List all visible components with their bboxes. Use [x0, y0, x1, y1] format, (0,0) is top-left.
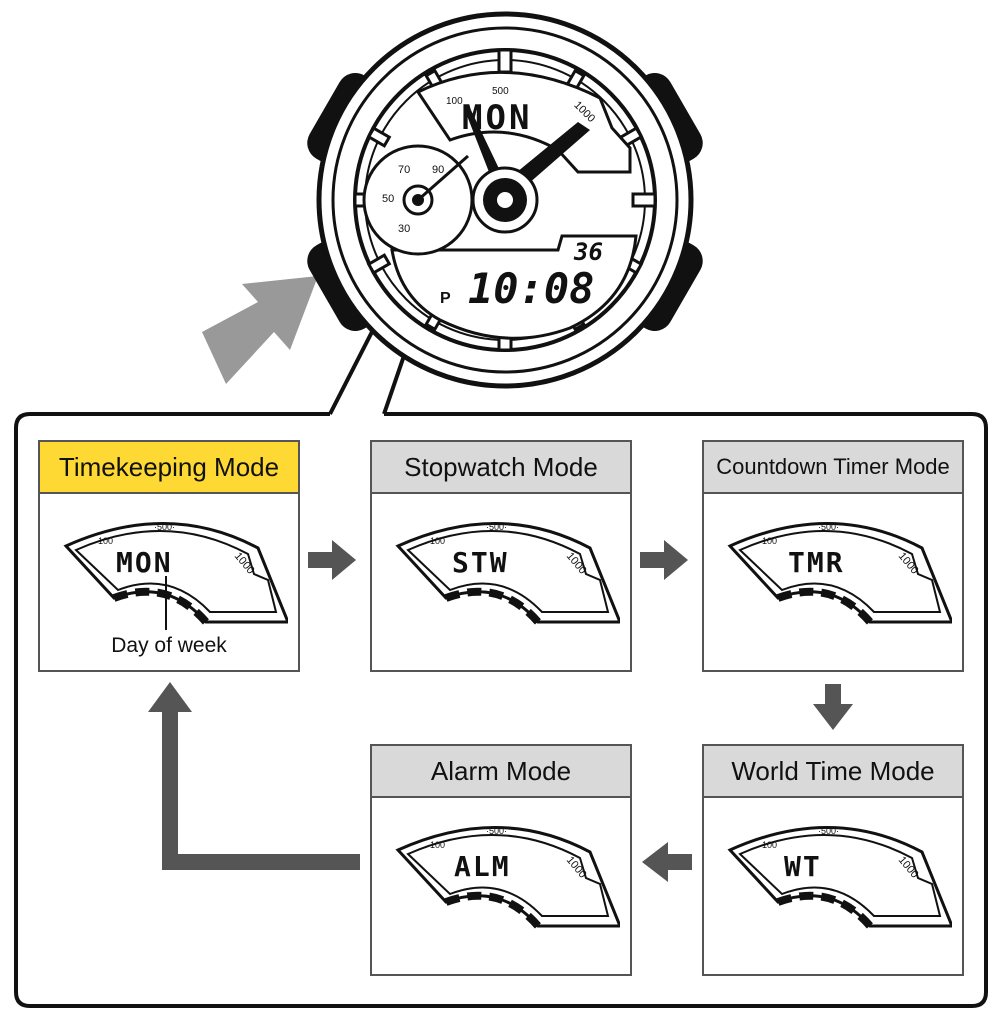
mode-title-alarm: Alarm Mode [372, 746, 630, 798]
mode-box-timekeeping: Timekeeping Mode 100 ·500· 1000 MON Day … [38, 440, 300, 672]
svg-text:100: 100 [430, 840, 445, 850]
subdial-label-90: 90 [432, 164, 445, 176]
watch-illustration [307, 11, 703, 389]
mode-display-alarm: ALM [454, 850, 511, 883]
svg-text:·500·: ·500· [486, 826, 507, 836]
mode-box-world-time: World Time Mode 100 ·500· 1000 WT [702, 744, 964, 976]
watch-seconds-display: 36 [574, 238, 603, 266]
subdial-label-30: 30 [398, 223, 411, 235]
svg-text:100: 100 [98, 536, 113, 546]
svg-text:100: 100 [430, 536, 445, 546]
watch-day-display: MON [462, 98, 533, 138]
svg-text:·500·: ·500· [154, 522, 175, 532]
press-button-arrow [202, 276, 318, 384]
mode-dial-countdown: 100 ·500· 1000 TMR [727, 522, 952, 625]
watch-scale-100: 100 [446, 96, 463, 107]
mode-dial-stopwatch: 100 ·500· 1000 STW [395, 522, 620, 625]
mode-display-world-time: WT [784, 850, 822, 883]
mode-box-alarm: Alarm Mode 100 ·500· 1000 ALM [370, 744, 632, 976]
watch-scale-500: 500 [492, 86, 509, 97]
mode-box-countdown: Countdown Timer Mode 100 ·500· 1000 TMR [702, 440, 964, 672]
mode-title-timekeeping: Timekeeping Mode [40, 442, 298, 494]
mode-display-countdown: TMR [788, 546, 845, 579]
mode-title-countdown: Countdown Timer Mode [704, 442, 962, 494]
svg-text:·500·: ·500· [486, 522, 507, 532]
svg-text:100: 100 [762, 840, 777, 850]
watch-pm-indicator: P [440, 290, 451, 307]
subdial-label-70: 70 [398, 164, 411, 176]
watch-time-display: 10:08 [468, 264, 595, 313]
svg-text:100: 100 [762, 536, 777, 546]
mode-box-stopwatch: Stopwatch Mode 100 ·500· 1000 STW [370, 440, 632, 672]
top-display-panel [415, 70, 632, 174]
mode-title-stopwatch: Stopwatch Mode [372, 442, 630, 494]
day-of-week-caption: Day of week [111, 634, 227, 657]
subdial-label-50: 50 [382, 193, 395, 205]
mode-display-timekeeping: MON [116, 546, 173, 579]
svg-text:·500·: ·500· [818, 826, 839, 836]
bottom-display-panel [390, 234, 638, 340]
mode-dial-timekeeping: 100 ·500· 1000 MON [63, 522, 288, 630]
svg-text:·500·: ·500· [818, 522, 839, 532]
mode-dial-world-time: 100 ·500· 1000 WT [727, 826, 952, 929]
mode-display-stopwatch: STW [452, 546, 509, 579]
mode-dial-alarm: 100 ·500· 1000 ALM [395, 826, 620, 929]
mode-title-world-time: World Time Mode [704, 746, 962, 798]
